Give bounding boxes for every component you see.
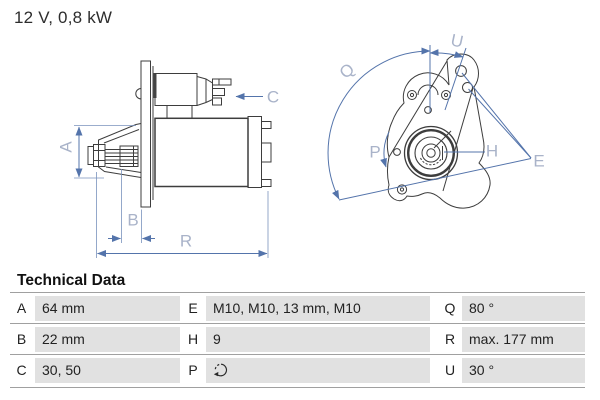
spec-value-P bbox=[206, 357, 430, 383]
motor-end-cap bbox=[247, 116, 262, 188]
technical-data-table: A 64 mm E M10, M10, 13 mm, M10 Q 80 ° B … bbox=[10, 292, 585, 388]
front-view-labels: Q U P H E bbox=[336, 30, 545, 170]
table-row: C 30, 50 P U 30 ° bbox=[10, 354, 585, 385]
spec-key-U: U bbox=[440, 357, 460, 383]
spec-value-U: 30 ° bbox=[462, 357, 585, 383]
page-title: 12 V, 0,8 kW bbox=[14, 8, 113, 27]
dim-line-E bbox=[338, 158, 532, 201]
dim-label-U: U bbox=[449, 30, 465, 51]
starter-front-view-drawing bbox=[386, 53, 491, 209]
spec-value-H: 9 bbox=[206, 326, 430, 352]
dim-line-E bbox=[461, 72, 532, 159]
dim-line-E bbox=[468, 88, 532, 159]
spec-key-H: H bbox=[182, 326, 204, 352]
motor-body bbox=[154, 117, 249, 188]
dim-label-Q: Q bbox=[336, 60, 359, 83]
dim-label-A: A bbox=[57, 141, 76, 153]
dim-label-R: R bbox=[180, 232, 192, 251]
technical-data-heading: Technical Data bbox=[17, 272, 126, 289]
solenoid-terminal bbox=[212, 97, 222, 106]
spec-key-P: P bbox=[182, 357, 204, 383]
spec-key-B: B bbox=[10, 326, 33, 352]
drive-end-housing bbox=[98, 123, 142, 178]
front-view-dimension-lines bbox=[327, 45, 532, 201]
solenoid-body bbox=[154, 73, 198, 106]
table-row: B 22 mm H 9 R max. 177 mm bbox=[10, 323, 585, 354]
solenoid-terminal bbox=[212, 88, 225, 96]
table-row: A 64 mm E M10, M10, 13 mm, M10 Q 80 ° bbox=[10, 292, 585, 323]
mounting-hole bbox=[455, 65, 467, 77]
bolt-hole bbox=[407, 90, 417, 100]
mounting-hole bbox=[462, 82, 473, 93]
mounting-flange bbox=[140, 60, 151, 208]
pinion-front-view bbox=[403, 125, 459, 181]
rotation-arrow-P bbox=[380, 131, 390, 168]
solenoid-terminal bbox=[212, 78, 232, 86]
spec-value-Q: 80 ° bbox=[462, 295, 585, 321]
spec-value-R: max. 177 mm bbox=[462, 326, 585, 352]
dim-arc-Q bbox=[327, 47, 431, 200]
spec-key-C: C bbox=[10, 357, 33, 383]
spec-key-Q: Q bbox=[440, 295, 460, 321]
spec-value-A: 64 mm bbox=[35, 295, 180, 321]
spec-value-E: M10, M10, 13 mm, M10 bbox=[206, 295, 430, 321]
flange-ear bbox=[135, 88, 142, 100]
spec-key-E: E bbox=[182, 295, 204, 321]
dim-label-C: C bbox=[267, 88, 279, 107]
spec-key-R: R bbox=[440, 326, 460, 352]
side-view-dimensions bbox=[74, 125, 269, 258]
dim-label-P: P bbox=[369, 143, 380, 162]
dim-label-H: H bbox=[486, 142, 498, 161]
spec-value-C: 30, 50 bbox=[35, 357, 180, 383]
technical-drawings: A B C R bbox=[57, 30, 545, 258]
dim-label-E: E bbox=[533, 152, 544, 171]
dim-label-B: B bbox=[127, 211, 138, 230]
side-view-dimension-lines bbox=[75, 93, 268, 257]
solenoid-bracket bbox=[166, 105, 193, 119]
starter-side-view-drawing bbox=[87, 60, 272, 208]
spec-value-B: 22 mm bbox=[35, 326, 180, 352]
dim-arc-U bbox=[429, 49, 464, 58]
counterclockwise-rotation-icon bbox=[213, 363, 228, 376]
side-view-labels: A B C R bbox=[57, 88, 280, 251]
shaft-nose bbox=[87, 146, 94, 165]
spec-key-A: A bbox=[10, 295, 33, 321]
